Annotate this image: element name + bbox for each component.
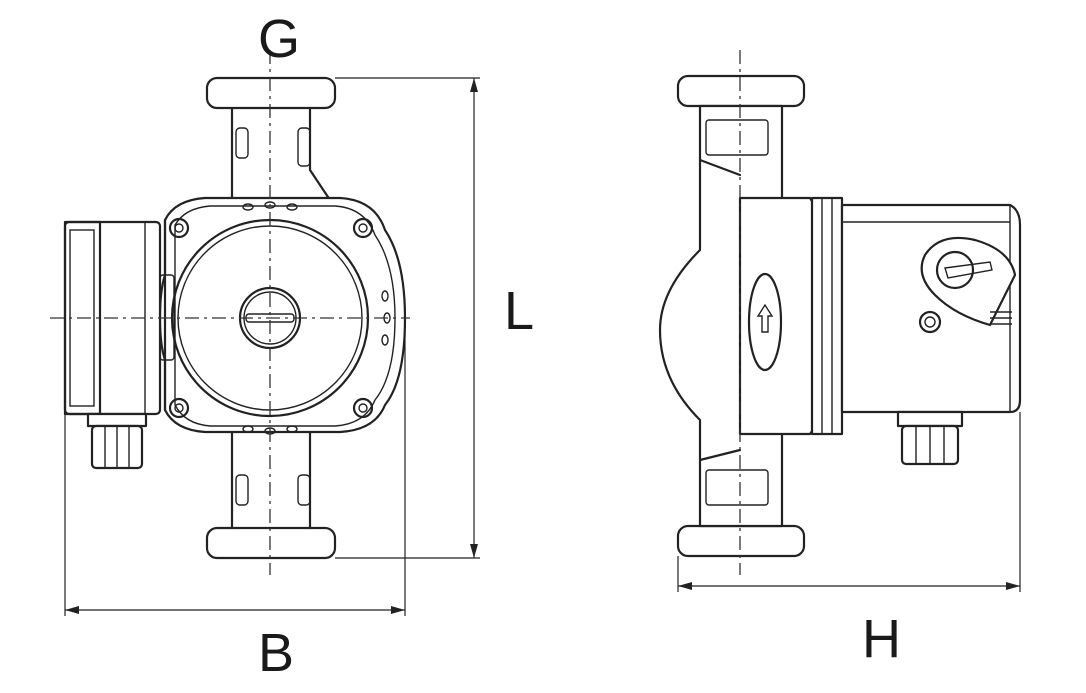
dimension-label-b: B — [258, 623, 295, 683]
front-top-neck — [230, 106, 332, 202]
indicator-light — [918, 310, 942, 334]
speed-selector-knob — [920, 236, 1017, 327]
front-top-flange — [205, 76, 337, 110]
side-cable-gland — [896, 410, 964, 466]
front-bolts — [168, 217, 374, 419]
side-view — [658, 50, 1022, 575]
flow-arrow-icon — [756, 303, 774, 333]
flow-arrow-window — [747, 272, 783, 372]
side-bottom-flange — [676, 524, 806, 558]
side-top-flange — [676, 74, 806, 108]
front-terminal-box — [63, 220, 162, 470]
dimension-label-l: L — [504, 281, 535, 341]
dimension-label-g: G — [258, 9, 301, 69]
front-view — [50, 50, 410, 575]
front-bottom-flange — [205, 526, 337, 560]
dimension-lines — [64, 77, 1021, 616]
dimension-label-h: H — [862, 609, 901, 669]
